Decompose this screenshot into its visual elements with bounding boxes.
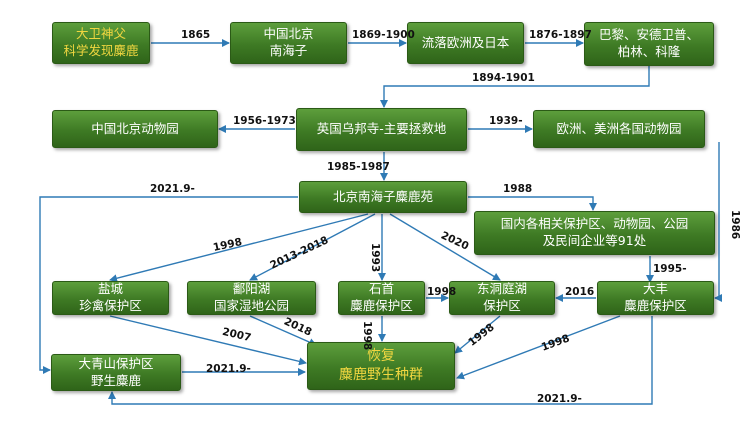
node-woburn-abbey: 英国乌邦寺-主要拯救地 xyxy=(296,108,467,151)
arrow-park-to-dongting xyxy=(389,213,501,281)
node-milu-park: 北京南海子麋鹿苑 xyxy=(299,181,467,213)
arrow-park-to-poyang xyxy=(249,213,376,281)
node-restore-wild-population: 恢复麋鹿野生种群 xyxy=(307,342,455,390)
node-beijing-zoo: 中国北京动物园 xyxy=(52,110,218,148)
node-shishou-reserve: 石首麋鹿保护区 xyxy=(338,281,425,315)
node-paris-antwerp: 巴黎、安德卫普、柏林、科隆 xyxy=(584,22,714,66)
arrow-dafeng-to-restore xyxy=(456,315,621,380)
node-line: 大丰 xyxy=(642,281,668,297)
node-line: 国家湿地公园 xyxy=(213,298,289,313)
arrow-park-to-yancheng xyxy=(109,213,369,283)
node-exile-europe-japan: 流落欧洲及日本 xyxy=(407,22,524,64)
node-line: 南海子 xyxy=(269,43,308,58)
node-line: 中国北京动物园 xyxy=(91,120,179,136)
node-line: 流落欧洲及日本 xyxy=(421,34,510,50)
label-2021-9-daqing-restore: 2021.9- xyxy=(206,363,251,375)
label-2016: 2016 xyxy=(565,286,595,298)
node-europe-america-zoos: 欧洲、美洲各国动物园 xyxy=(533,110,705,148)
node-line: 保护区 xyxy=(483,298,521,313)
label-1988: 1988 xyxy=(503,183,533,195)
label-1998-shishou-dongting: 1998 xyxy=(427,286,457,298)
node-line: 大卫神父 xyxy=(75,26,126,42)
label-1995: 1995- xyxy=(653,263,687,275)
node-line: 石首 xyxy=(368,281,394,297)
node-line: 及民间企业等91处 xyxy=(542,233,647,248)
arrow-poyang-to-restore xyxy=(249,315,317,346)
label-1998-shishou-restore: 1998 xyxy=(361,321,373,351)
node-beijing-nanhaizi: 中国北京南海子 xyxy=(230,22,347,64)
label-1993: 1993 xyxy=(369,243,381,273)
arrow-dongting-to-restore xyxy=(454,315,501,354)
node-line: 国内各相关保护区、动物园、公园 xyxy=(500,216,689,232)
node-dafeng-reserve: 大丰麋鹿保护区 xyxy=(597,281,714,315)
node-line: 中国北京 xyxy=(263,26,314,42)
node-line: 巴黎、安德卫普、 xyxy=(598,27,699,43)
node-line: 野生麋鹿 xyxy=(90,372,141,388)
node-line: 珍禽保护区 xyxy=(79,298,142,313)
node-line: 欧洲、美洲各国动物园 xyxy=(556,120,682,136)
node-line: 鄱阳湖 xyxy=(232,281,271,297)
node-daqingshan-wild: 大青山保护区野生麋鹿 xyxy=(51,354,181,391)
label-2021-9-dafeng-daqing: 2021.9- xyxy=(537,393,582,405)
node-line: 北京南海子麋鹿苑 xyxy=(332,188,433,204)
node-poyang-wetland: 鄱阳湖国家湿地公园 xyxy=(187,281,316,315)
node-domestic-sites: 国内各相关保护区、动物园、公园及民间企业等91处 xyxy=(474,211,715,255)
node-david-discovery: 大卫神父科学发现麋鹿 xyxy=(52,22,150,64)
node-line: 恢复 xyxy=(367,348,395,365)
node-line: 麋鹿野生种群 xyxy=(339,367,423,383)
label-2021-9-park-daqing: 2021.9- xyxy=(150,183,195,195)
node-line: 柏林、科隆 xyxy=(617,44,681,59)
node-line: 盐城 xyxy=(97,281,123,297)
arrow-euzoo-to-dafeng xyxy=(714,142,722,302)
arrow-dafeng-to-daqing xyxy=(108,316,653,405)
arrow-park-to-domestic xyxy=(468,196,597,211)
label-1894-1901: 1894-1901 xyxy=(472,72,535,84)
node-yancheng-reserve: 盐城珍禽保护区 xyxy=(52,281,169,315)
node-line: 英国乌邦寺-主要拯救地 xyxy=(316,121,447,137)
node-line: 大青山保护区 xyxy=(78,355,154,371)
label-1939: 1939- xyxy=(489,115,523,127)
node-dongting-reserve: 东洞庭湖保护区 xyxy=(449,281,555,315)
label-1985-1987: 1985-1987 xyxy=(327,161,390,173)
arrow-yancheng-to-restore xyxy=(109,315,307,366)
label-1876-1897: 1876-1897 xyxy=(529,29,592,41)
arrow-park-to-daqing xyxy=(39,196,298,374)
node-line: 麋鹿保护区 xyxy=(350,298,413,313)
node-line: 麋鹿保护区 xyxy=(624,298,687,313)
arrow-paris-to-woburn xyxy=(380,66,650,108)
label-1986: 1986 xyxy=(729,210,741,240)
node-line: 科学发现麋鹿 xyxy=(63,43,139,58)
label-1956-1973: 1956-1973 xyxy=(233,115,296,127)
label-1869-1900: 1869-1900 xyxy=(352,29,415,41)
node-line: 东洞庭湖 xyxy=(476,281,527,297)
label-1865: 1865 xyxy=(181,29,211,41)
